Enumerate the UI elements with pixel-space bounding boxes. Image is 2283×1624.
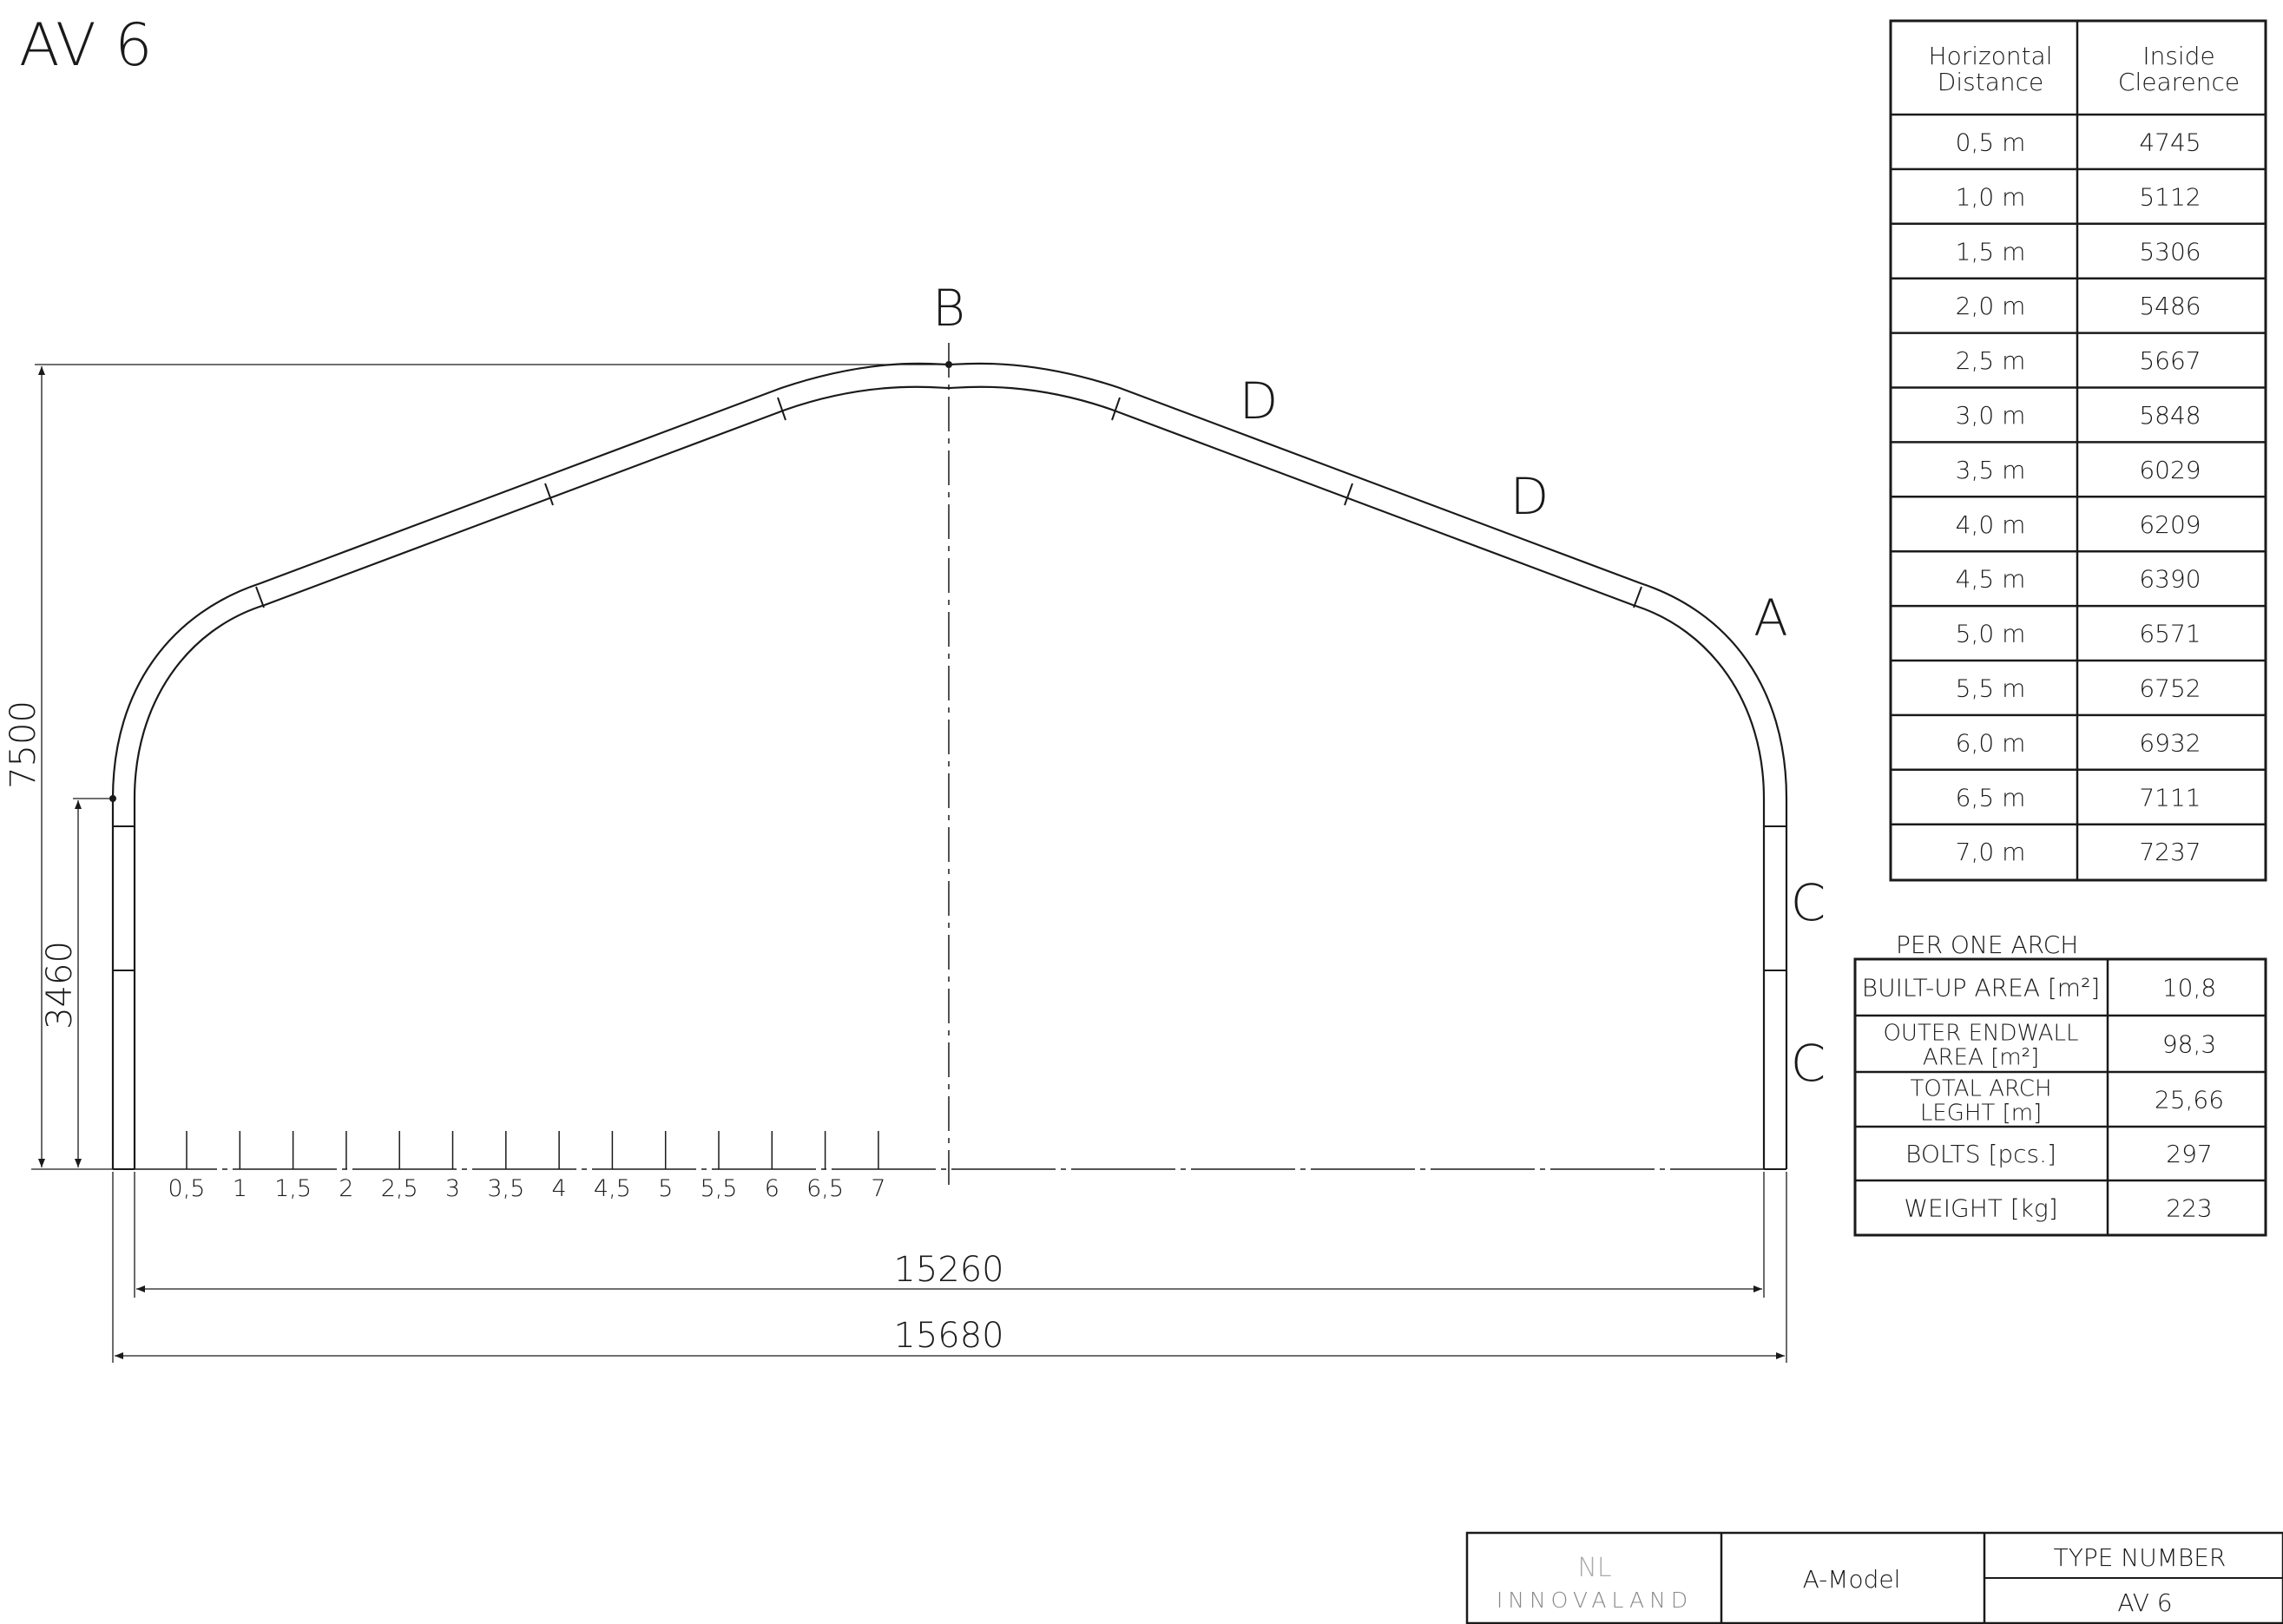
clearance-value-cell: 5848 [2139,401,2201,430]
clearance-value-cell: 5112 [2139,182,2201,211]
arch-spec-label: BOLTS [pcs.] [1905,1140,2056,1168]
segment-label-c-lower: C [1791,1034,1826,1093]
drawing-title: AV 6 [19,11,153,80]
segment-label-c-upper: C [1791,873,1826,932]
clearance-value-cell: 6752 [2139,674,2201,702]
arch-spec-value: 98,3 [2162,1030,2216,1059]
clearance-distance-cell: 3,5 m [1956,456,2026,484]
clearance-distance-cell: 0,5 m [1956,128,2026,156]
clearance-value-cell: 6029 [2139,456,2201,484]
segment-label-a: A [1753,588,1788,648]
arch-spec-value: 297 [2166,1140,2212,1168]
clearance-distance-cell: 3,0 m [1956,401,2026,430]
clearance-table: 0,5 m 4745 1,0 m 5112 1,5 m 5306 2,0 m 5486 2,5 … [1889,19,2267,882]
clearance-distance-cell: 6,5 m [1956,783,2026,812]
ground-tick-label: 3,5 [487,1175,524,1202]
ground-tick-label: 1 [233,1175,247,1202]
ground-distance-ticks: 0,5 1 1,5 2 2,5 3 3,5 4 4,5 5 5,5 6 6,5 7 [168,1131,885,1202]
type-number-value: AV 6 [2117,1588,2172,1617]
arch-table-caption: PER ONE ARCH [1896,930,2078,959]
ground-tick-label: 3 [445,1175,460,1202]
clearance-value-cell: 5486 [2139,292,2201,320]
clearance-distance-cell: 6,0 m [1956,728,2026,757]
clearance-header-clearence-1: Inside [2142,42,2214,70]
clearance-header-distance-2: Distance [1938,68,2043,96]
segment-joints [113,397,1786,971]
model-name: A-Model [1803,1565,1901,1594]
innovaland-logo-text: INNOVALAND [1497,1588,1693,1613]
segment-label-d-lower: D [1510,467,1549,526]
clearance-header-clearence-2: Clearence [2118,68,2240,96]
ground-tick-label: 7 [871,1175,885,1202]
arch-spec-label: BUILT-UP AREA [m²] [1862,974,2100,1003]
dimension-inner-width-value: 15260 [893,1250,1003,1290]
segment-label-b: B [932,279,965,338]
dimension-inner-width: 15260 [134,1172,1765,1298]
clearance-distance-cell: 2,5 m [1956,346,2026,375]
ground-tick-label: 0,5 [168,1175,206,1202]
arch-spec-label: TOTAL ARCH [1910,1076,2051,1102]
ground-tick-label: 1,5 [274,1175,312,1202]
arch-spec-value: 25,66 [2155,1086,2224,1114]
clearance-value-cell: 6932 [2139,728,2201,757]
clearance-value-cell: 5667 [2139,346,2201,375]
ground-tick-label: 5 [658,1175,673,1202]
clearance-value-cell: 7237 [2139,838,2201,866]
clearance-value-cell: 6390 [2139,565,2201,594]
ground-tick-label: 2 [339,1175,353,1202]
clearance-distance-cell: 7,0 m [1956,838,2026,866]
dimension-total-height-value: 7500 [3,700,43,789]
clearance-distance-cell: 2,0 m [1956,292,2026,320]
clearance-distance-cell: 1,0 m [1956,182,2026,211]
ground-tick-label: 6 [765,1175,780,1202]
clearance-distance-cell: 4,5 m [1956,565,2026,594]
clearance-distance-cell: 5,5 m [1956,674,2026,702]
dimension-wall-height: 3460 [40,798,113,1167]
clearance-value-cell: 5306 [2139,237,2201,266]
arch-spec-label: WEIGHT [kg] [1904,1194,2057,1223]
clearance-distance-cell: 5,0 m [1956,620,2026,648]
ground-tick-label: 4 [552,1175,567,1202]
arch-spec-label-line2: LEGHT [m] [1920,1101,2042,1127]
dimension-total-height: 7500 [3,364,949,1170]
ground-tick-label: 5,5 [701,1175,738,1202]
arch-spec-value: 10,8 [2162,974,2216,1003]
arch-spec-value: 223 [2166,1194,2212,1223]
clearance-value-cell: 6209 [2139,510,2201,539]
dimension-wall-height-value: 3460 [40,941,80,1029]
ground-tick-label: 6,5 [806,1175,844,1202]
arch-spec-label-line2: AREA [m²] [1923,1045,2039,1071]
arch-spec-label: OUTER ENDWALL [1883,1021,2078,1047]
clearance-value-cell: 4745 [2139,128,2201,156]
title-block: NL INNOVALAND A-Model TYPE NUMBER AV 6 [1465,1531,2283,1624]
innovaland-logo-mark: NL [1577,1553,1611,1583]
segment-label-d-upper: D [1240,371,1279,431]
type-number-label: TYPE NUMBER [2054,1543,2227,1572]
dimension-outer-width-value: 15680 [893,1316,1003,1356]
clearance-value-cell: 6571 [2139,620,2201,648]
clearance-distance-cell: 1,5 m [1956,237,2026,266]
clearance-distance-cell: 4,0 m [1956,510,2026,539]
clearance-header-distance-1: Horizontal [1929,42,2053,70]
clearance-value-cell: 7111 [2139,783,2201,812]
ground-tick-label: 2,5 [381,1175,418,1202]
ground-tick-label: 4,5 [594,1175,631,1202]
arch-spec-table: PER ONE ARCH BUILT-UP AREA [m²] 10,8OUTER… [1853,930,2267,1237]
dimension-outer-width: 15680 [112,1172,1787,1363]
